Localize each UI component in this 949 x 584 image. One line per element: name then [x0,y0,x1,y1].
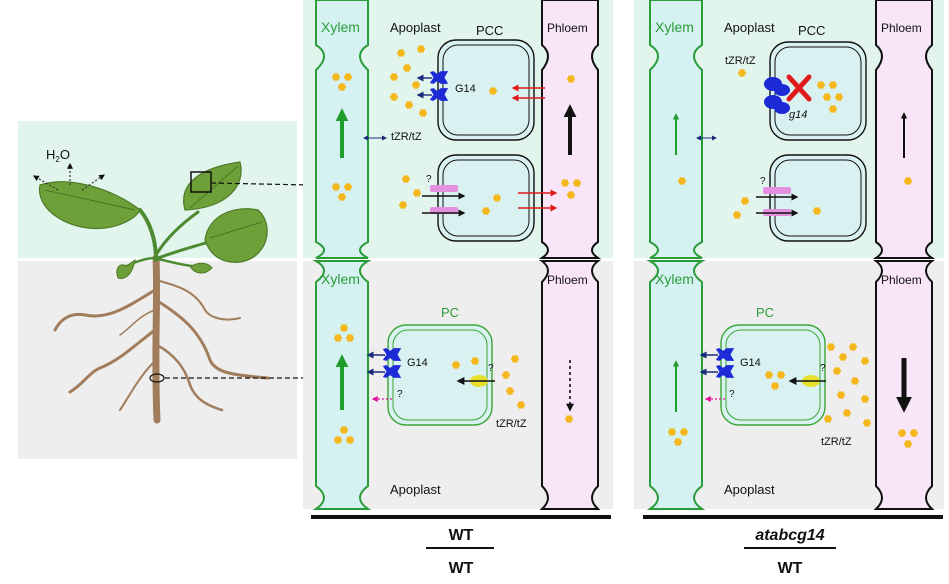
rootstock-genotype: WT [449,560,474,577]
question-mark: ? [729,389,735,400]
leaf-zoom-box [190,171,212,193]
transpiration-arrows [32,162,105,191]
question-mark: ? [820,363,826,374]
scion-genotype: WT [449,527,474,544]
xylem-label: Xylem [655,271,694,287]
pcc-cell-lower [437,154,535,242]
question-mark: ? [397,389,403,400]
xylem-label: Xylem [655,19,694,35]
phloem-label: Phloem [881,21,922,35]
plant-illustration: H2O [18,121,311,459]
xylem-label: Xylem [321,19,360,35]
question-mark: ? [426,174,432,185]
leaves [38,161,268,279]
pcc-cell-upper [437,39,535,141]
pcc-label: PCC [798,23,825,38]
phloem-label: Phloem [881,273,922,287]
pcc-cell-upper [769,41,867,141]
g14-label: G14 [407,357,428,369]
scion-genotype: atabcg14 [755,527,824,544]
question-mark: ? [488,363,494,374]
knockout-cross-icon [786,74,812,102]
apoplast-label: Apoplast [724,20,775,35]
g14-mutant-label: g14 [789,109,807,121]
roots [53,254,270,424]
g14-label: G14 [455,83,476,95]
phloem-label: Phloem [547,273,588,287]
g14-label: G14 [740,357,761,369]
g14-mutant-transporter [764,77,790,114]
pcc-cell-lower [769,154,867,242]
tzr-label: tZR/tZ [821,436,852,448]
root-zoom-ellipse [149,373,165,383]
tzr-label: tZR/tZ [725,55,756,67]
leaf-zoom-line [210,182,311,186]
apoplast-label: Apoplast [390,482,441,497]
apoplast-label: Apoplast [724,482,775,497]
pc-cell [387,324,493,426]
h2o-label: H2O [46,147,70,164]
tzr-label: tZR/tZ [496,418,527,430]
apoplast-label: Apoplast [390,20,441,35]
tzr-label: tZR/tZ [391,131,422,143]
phloem-label: Phloem [547,21,588,35]
panel-atabcg14-wt: Xylem Xylem Phloem Phloem Apoplast Apopl… [634,0,944,577]
rootstock-genotype: WT [778,560,803,577]
pc-label: PC [756,305,774,320]
xylem-label: Xylem [321,271,360,287]
question-mark: ? [760,176,766,187]
panel-wt-wt: Xylem Xylem Phloem Phloem Apoplast Apopl… [303,0,613,577]
pcc-label: PCC [476,23,503,38]
pc-label: PC [441,305,459,320]
